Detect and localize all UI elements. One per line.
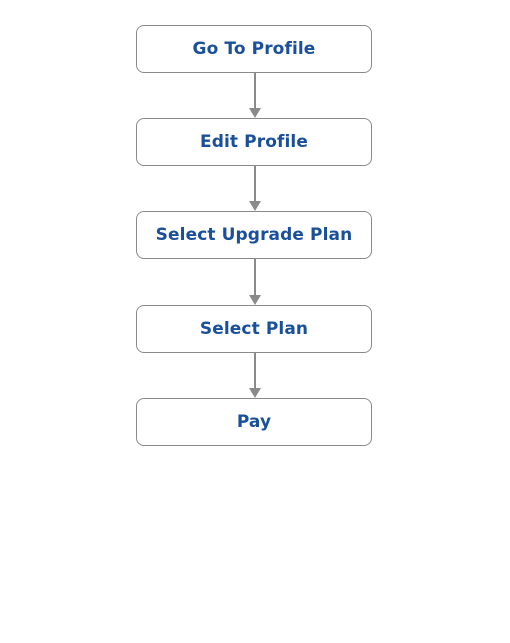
step-label: Pay [236, 412, 272, 432]
step-edit-profile[interactable]: Edit Profile [136, 118, 372, 166]
step-select-plan[interactable]: Select Plan [136, 305, 372, 353]
step-select-upgrade-plan[interactable]: Select Upgrade Plan [136, 211, 372, 259]
step-go-to-profile[interactable]: Go To Profile [136, 25, 372, 73]
step-pay[interactable]: Pay [136, 398, 372, 446]
connector-line [254, 353, 256, 389]
connector-arrow [248, 259, 262, 305]
connector-arrow [248, 166, 262, 211]
arrow-head-icon [249, 108, 261, 118]
step-label: Edit Profile [200, 132, 308, 152]
step-label: Go To Profile [192, 39, 316, 59]
arrow-head-icon [249, 388, 261, 398]
arrow-head-icon [249, 201, 261, 211]
connector-line [254, 259, 256, 296]
arrow-head-icon [249, 295, 261, 305]
connector-arrow [248, 73, 262, 118]
connector-arrow [248, 353, 262, 398]
step-label: Select Plan [199, 319, 309, 339]
step-label: Select Upgrade Plan [155, 225, 353, 245]
connector-line [254, 73, 256, 109]
connector-line [254, 166, 256, 202]
